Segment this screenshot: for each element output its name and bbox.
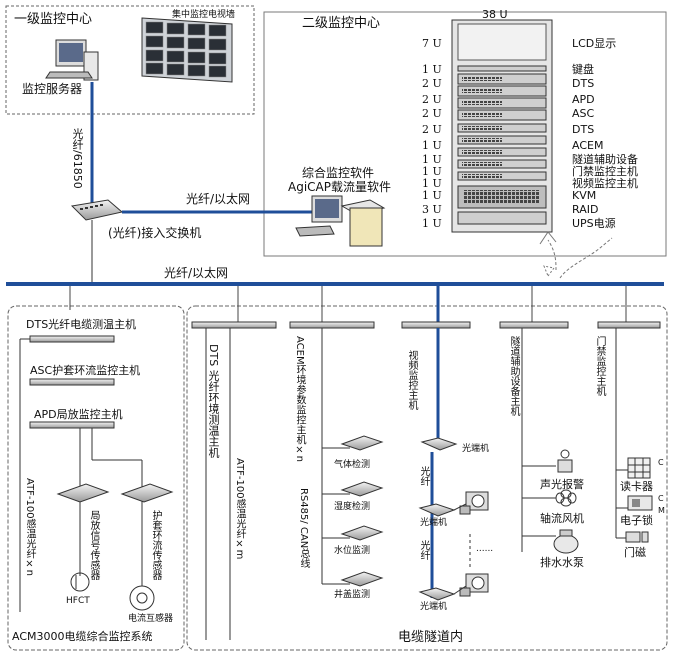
system-name: ACM3000电缆综合监控系统 (12, 630, 153, 643)
rack-unit-device: RAID (572, 203, 599, 216)
level1-frame (5, 5, 255, 115)
door-mag-label: 门磁 (624, 546, 646, 559)
level2-frame (263, 11, 667, 257)
workstation-icon (295, 195, 386, 247)
hfct-icon (70, 572, 90, 592)
rack-unit-size: 2 U (422, 123, 442, 136)
rack-unit-size: 1 U (422, 165, 442, 178)
dts-env-host-label: DTS 光纤环境测温主机 (207, 344, 220, 458)
optical-end-label-2: 光端机 (420, 518, 448, 528)
rack-height: 38 U (482, 8, 508, 21)
pd-sensor-label: 局放信号传感器 (88, 510, 99, 580)
sensing-fiber-label: ATF-100感温光纤×n (24, 478, 35, 576)
camera-icons (459, 491, 489, 597)
rack-unit-device: LCD显示 (572, 37, 617, 50)
acem-sensor-boxes (340, 435, 384, 587)
bus-485-label: RS485/ CAN总线 (298, 488, 309, 569)
water-level-label: 水位监测 (334, 546, 371, 556)
rack-unit-size: 1 U (422, 63, 442, 76)
rack-unit-size: 1 U (422, 189, 442, 202)
pump-icon (553, 529, 579, 554)
sensor-boxes (56, 483, 174, 503)
tunnel-label: 电缆隧道内 (398, 630, 464, 645)
e-lock-icon (627, 495, 653, 511)
server-label: 监控服务器 (22, 82, 83, 96)
software2-label: AgiCAP载流量软件 (288, 180, 391, 194)
gas-label: 气体检测 (334, 460, 371, 470)
fiber-b-label: 光纤 (418, 540, 429, 560)
card-reader-icon (627, 457, 651, 479)
rack-unit-device: UPS电源 (572, 217, 616, 230)
acem-host-label: ACEM环境参数监控主机×n (294, 336, 305, 462)
fiber-a-label: 光纤 (418, 466, 429, 486)
alarm-label: 声光报警 (540, 478, 584, 491)
rack-unit-device: DTS (572, 77, 595, 90)
circ-sensor-label: 护套环流传感器 (150, 510, 161, 580)
switch-label: (光纤)接入交换机 (108, 226, 202, 240)
c1-label: C (658, 458, 664, 467)
rack-unit-device: 门禁监控主机 (572, 165, 638, 178)
access-host-label: 门禁监控主机 (594, 336, 605, 396)
acm-frame (7, 305, 185, 651)
fiber-ethernet-upper-label: 光纤/以太网 (186, 192, 251, 206)
optical-end-label-3: 光端机 (420, 602, 448, 612)
rack-unit-device: 视频监控主机 (572, 177, 638, 190)
c2-label: C (658, 494, 664, 503)
rack-unit-size: 7 U (422, 37, 442, 50)
asc-host-label: ASC护套环流监控主机 (30, 364, 141, 377)
door-mag-icon (625, 531, 649, 543)
fiber-ethernet-bus-label: 光纤/以太网 (164, 266, 229, 280)
tv-wall-label: 集中监控电视墙 (172, 10, 236, 20)
card-reader-label: 读卡器 (620, 480, 653, 493)
aux-host-label: 隧道辅助设备主机 (508, 336, 519, 416)
level2-title: 二级监控中心 (302, 16, 381, 31)
well-cover-label: 井盖监测 (334, 590, 371, 600)
video-host-label: 视频监控主机 (406, 350, 417, 410)
level1-title: 一级监控中心 (14, 12, 93, 27)
dots-label: ...... (476, 544, 494, 554)
e-lock-label: 电子锁 (620, 514, 653, 527)
rack-unit-device: 隧道辅助设备 (572, 153, 638, 166)
tv-wall-icon (141, 17, 233, 83)
rack-unit-size: 1 U (422, 153, 442, 166)
fan-icon (555, 489, 577, 507)
apd-host-label: APD局放监控主机 (34, 408, 123, 421)
optical-end-label-1: 光端机 (462, 444, 490, 454)
rack-unit-size: 1 U (422, 217, 442, 230)
ct-label: 电流互感器 (128, 614, 174, 624)
rack-unit-device: ACEM (572, 139, 604, 152)
rack-unit-device: DTS (572, 123, 595, 136)
alarm-icon (557, 449, 573, 473)
tunnel-frame (186, 305, 668, 651)
fan-label: 轴流风机 (540, 512, 584, 525)
software-label: 综合监控软件 (302, 166, 375, 180)
server-computer-icon (45, 39, 99, 81)
rack-unit-size: 2 U (422, 93, 442, 106)
hfct-label: HFCT (66, 596, 90, 606)
sensing-fiber2-label: ATF-100感温光纤×m (234, 458, 245, 560)
rack-unit-size: 3 U (422, 203, 442, 216)
rack-unit-device: APD (572, 93, 595, 106)
rack-unit-device: 键盘 (572, 63, 594, 76)
rack-unit-size: 1 U (422, 139, 442, 152)
rack-unit-size: 2 U (422, 107, 442, 120)
rack-unit-size: 2 U (422, 77, 442, 90)
rack-unit-device: ASC (572, 107, 595, 120)
rack-unit-device: KVM (572, 189, 597, 202)
rack-unit-size: 1 U (422, 177, 442, 190)
dts-host-label: DTS光纤电缆测温主机 (26, 318, 137, 331)
host-units (29, 321, 661, 429)
server-rack (451, 19, 553, 233)
humidity-label: 湿度检测 (334, 502, 371, 512)
switch-icon (70, 199, 124, 221)
m-label: M (658, 506, 665, 515)
pump-label: 排水水泵 (540, 556, 584, 569)
fiber-61850-label: 光纤/61850 (71, 128, 84, 189)
